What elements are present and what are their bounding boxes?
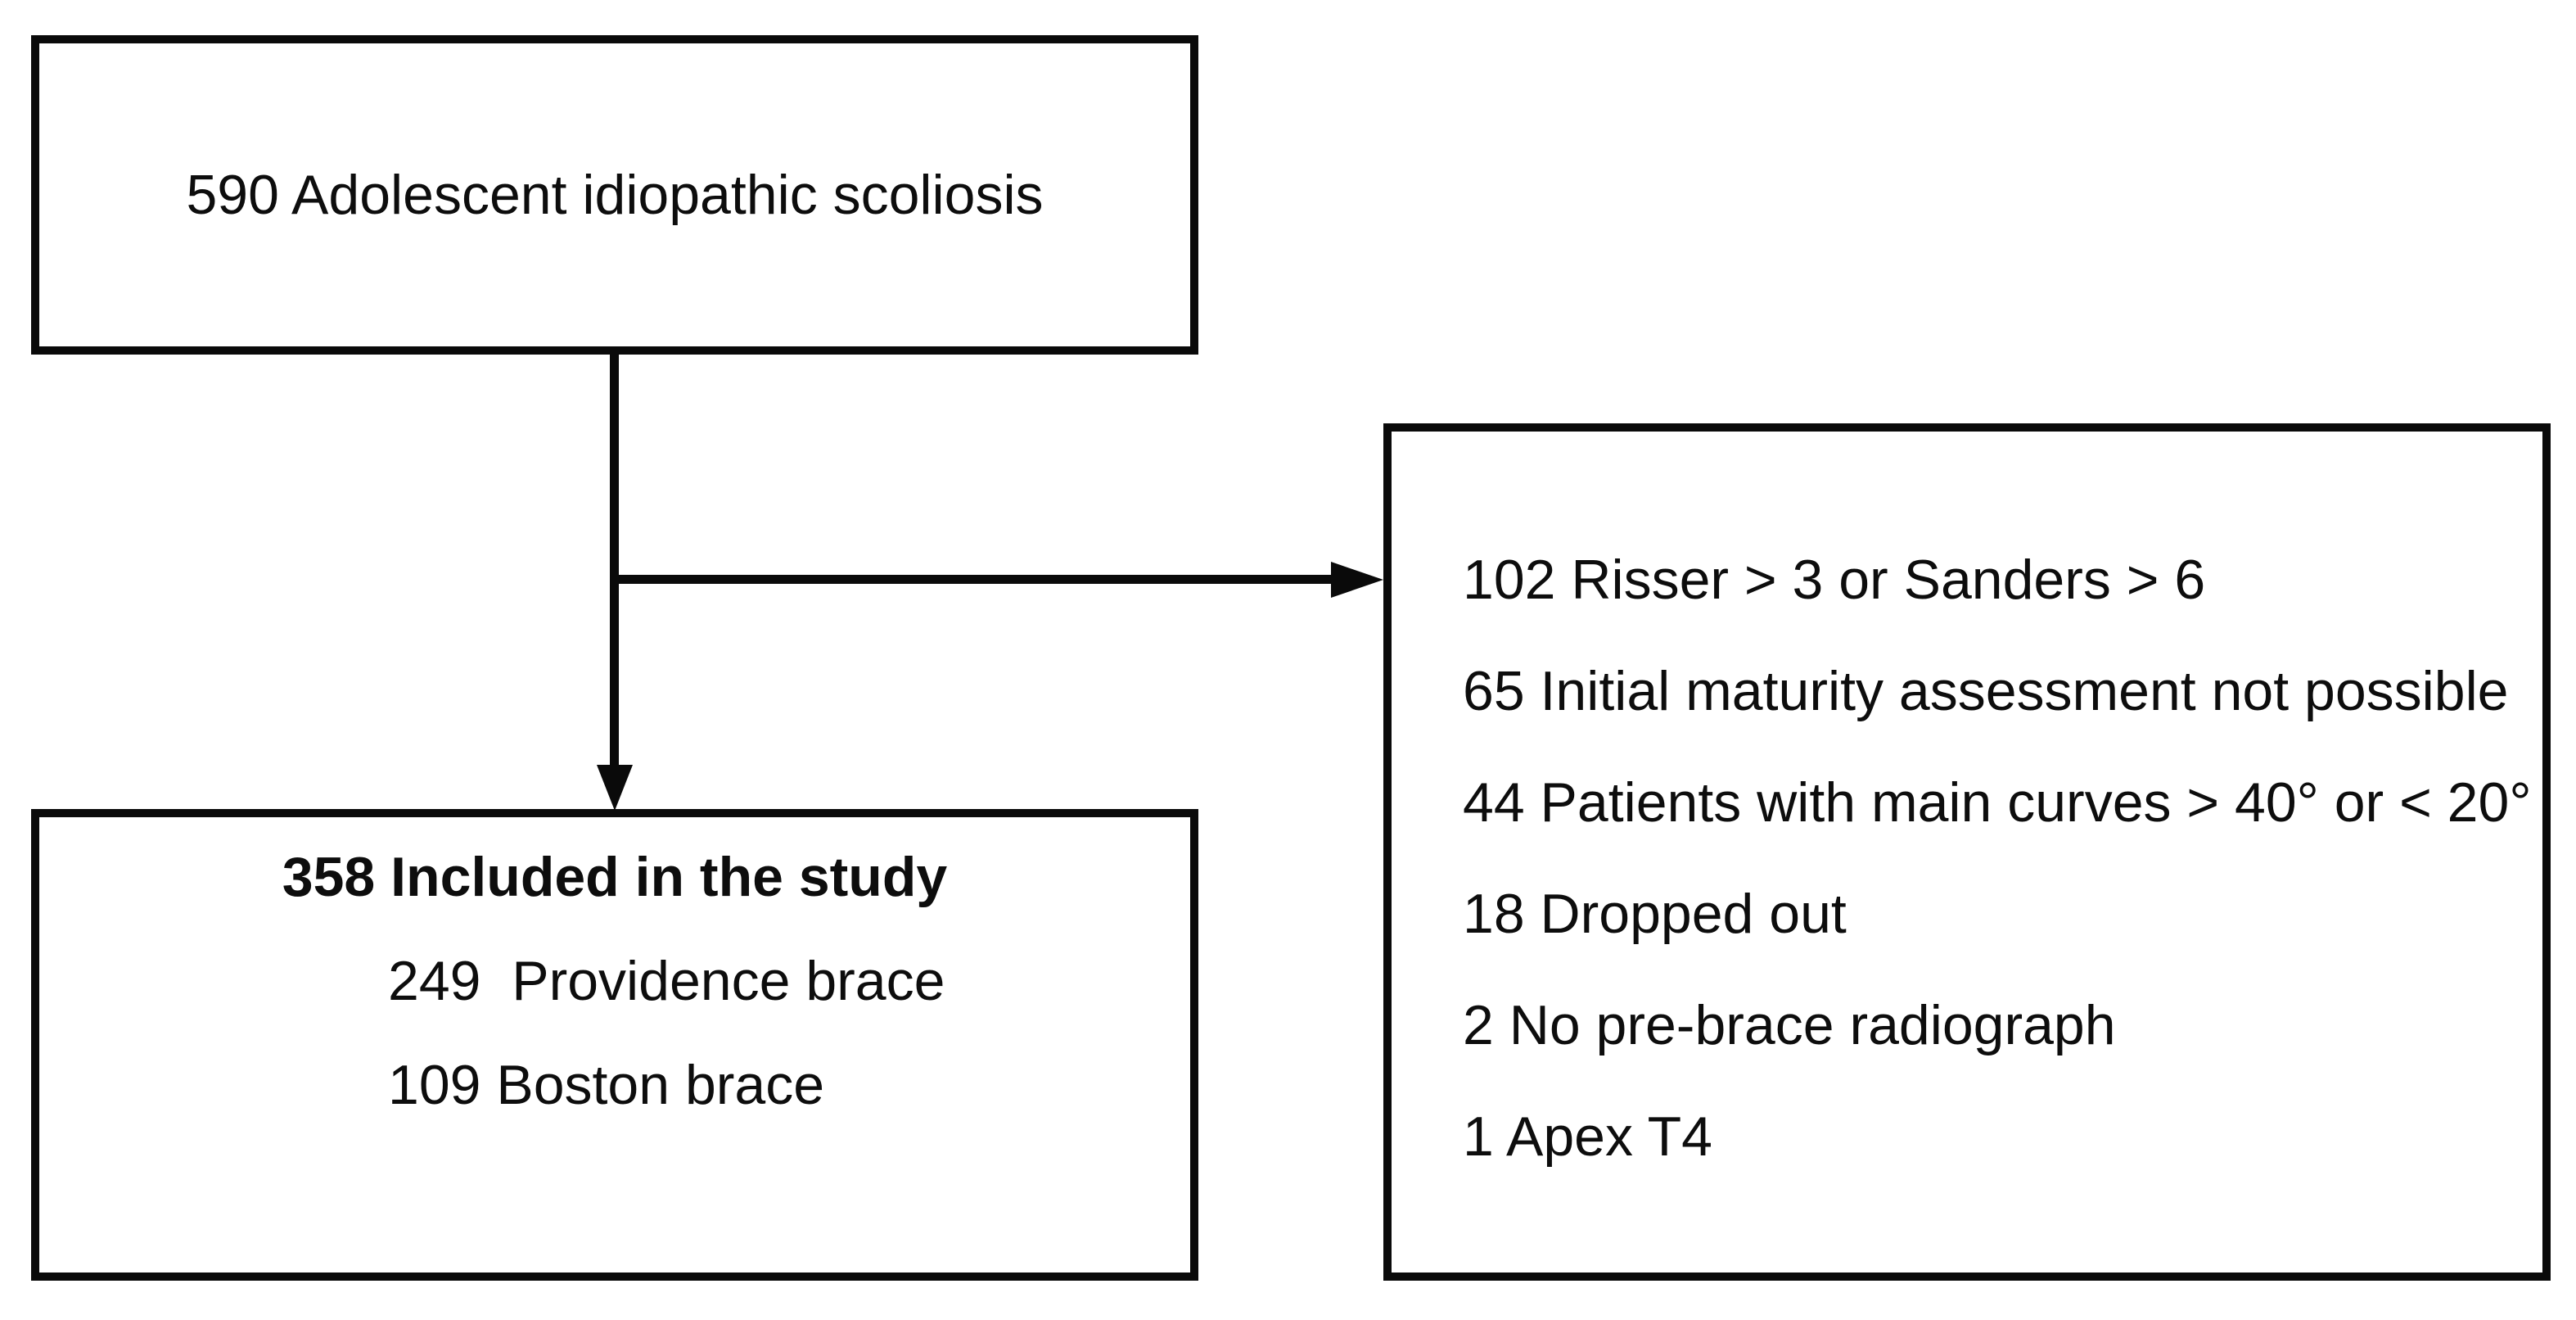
cohort-box: 590 Adolescent idiopathic scoliosis	[31, 35, 1198, 355]
excluded-item: 2 No pre-brace radiograph	[1463, 994, 2116, 1056]
down-arrowhead-icon	[597, 765, 633, 811]
excluded-item: 102 Risser > 3 or Sanders > 6	[1463, 549, 2206, 611]
vertical-connector-line	[610, 354, 619, 767]
right-arrowhead-icon	[1331, 562, 1383, 598]
included-item: 249 Providence brace	[388, 950, 945, 1012]
included-item: 109 Boston brace	[388, 1054, 825, 1116]
excluded-item: 44 Patients with main curves > 40° or < …	[1463, 771, 2532, 834]
excluded-box: 102 Risser > 3 or Sanders > 6 65 Initial…	[1383, 423, 2551, 1281]
horizontal-connector-line	[615, 575, 1335, 584]
included-box: 358 Included in the study 249 Providence…	[31, 809, 1198, 1281]
excluded-item: 18 Dropped out	[1463, 883, 1847, 945]
included-title: 358 Included in the study	[282, 846, 948, 908]
excluded-item: 65 Initial maturity assessment not possi…	[1463, 660, 2509, 722]
excluded-item: 1 Apex T4	[1463, 1105, 1712, 1168]
cohort-label: 590 Adolescent idiopathic scoliosis	[186, 164, 1044, 226]
